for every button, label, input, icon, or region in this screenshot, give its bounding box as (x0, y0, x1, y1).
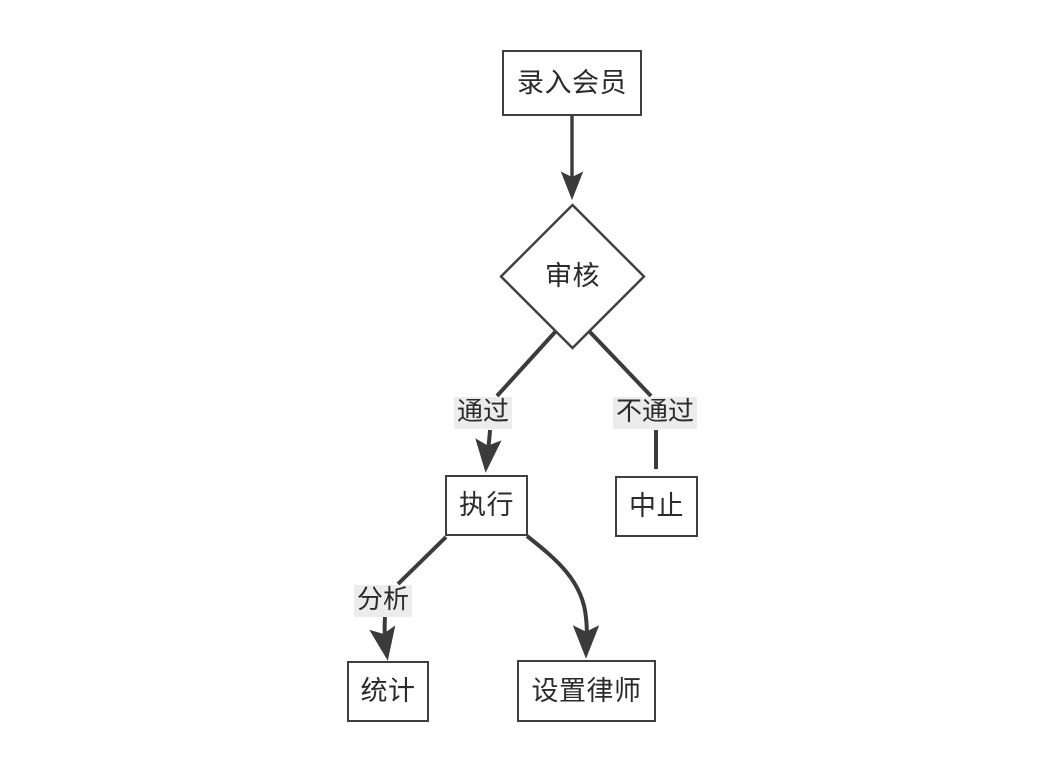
node-execute-label: 执行 (459, 490, 514, 521)
diamond-shape (499, 203, 646, 350)
node-enroll-label: 录入会员 (517, 67, 627, 99)
edge-review-to-abort-upper (587, 329, 653, 398)
node-abort[interactable]: 中止 (615, 476, 698, 537)
node-enroll[interactable]: 录入会员 (502, 50, 642, 116)
edge-execute-to-stats-lower (369, 616, 396, 661)
node-lawyer-label: 设置律师 (531, 675, 642, 707)
edge-review-to-execute-upper (495, 329, 558, 398)
node-execute[interactable]: 执行 (445, 475, 528, 536)
node-stats-label: 统计 (360, 676, 416, 707)
edge-execute-to-stats-upper (396, 535, 448, 586)
node-review[interactable]: 审核 (499, 203, 646, 350)
edge-label-analyze: 分析 (354, 585, 413, 617)
node-lawyer[interactable]: 设置律师 (517, 660, 656, 722)
edge-execute-to-lawyer (525, 534, 600, 659)
node-stats[interactable]: 统计 (347, 661, 429, 722)
edge-label-not-pass: 不通过 (613, 397, 698, 429)
node-abort-label: 中止 (629, 491, 684, 522)
edge-review-to-execute-lower (475, 429, 502, 473)
edge-label-pass: 通过 (454, 397, 513, 429)
node-review-label: 审核 (545, 261, 600, 292)
